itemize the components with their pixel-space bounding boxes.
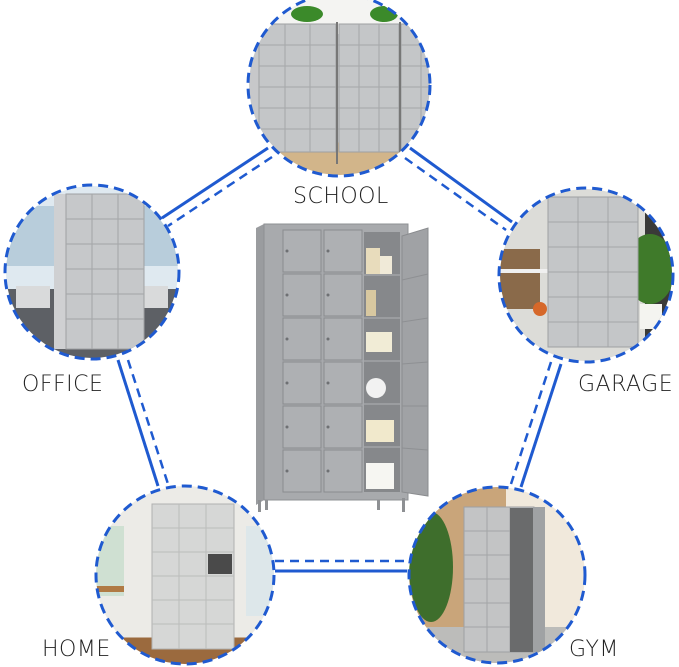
school-label: SCHOOL xyxy=(293,184,389,209)
garage-label: GARAGE xyxy=(578,372,674,397)
gym-label: GYM xyxy=(569,637,619,662)
office-label: OFFICE xyxy=(22,372,104,397)
home-label: HOME xyxy=(42,637,111,662)
